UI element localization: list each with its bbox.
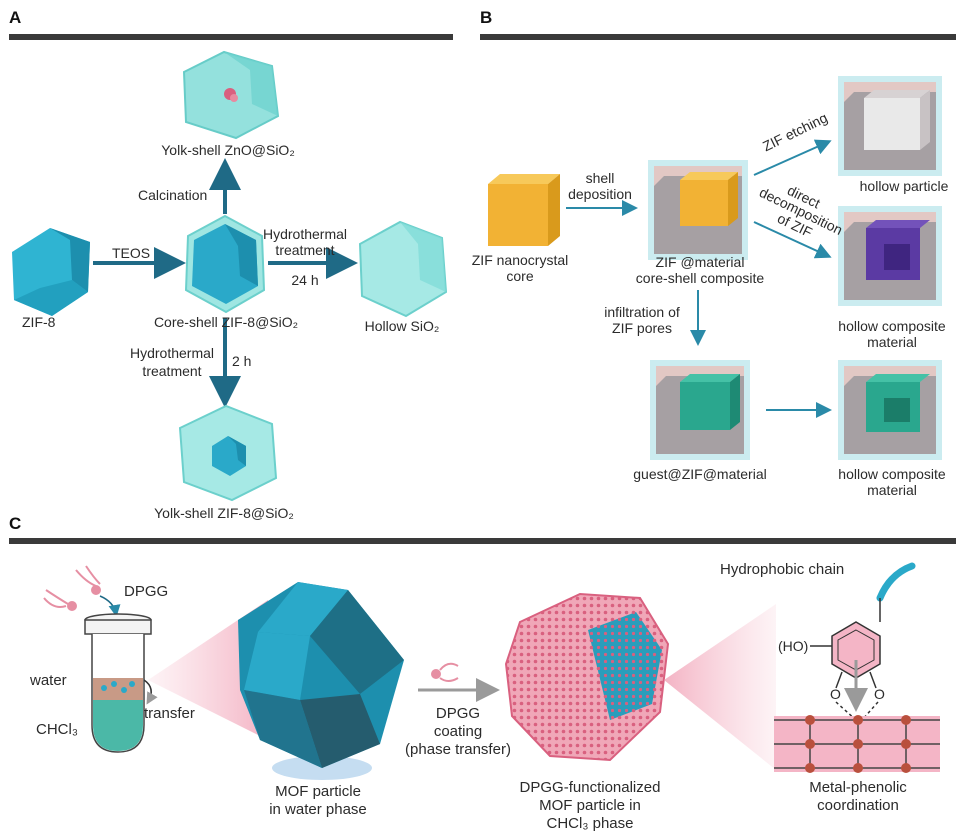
test-tube	[84, 613, 152, 753]
zoom-cone-left	[148, 600, 268, 740]
label-hydro24-time: 24 h	[291, 272, 319, 288]
hollow-composite-violet-cube	[838, 206, 942, 306]
label-coord-l2: coordination	[817, 797, 899, 814]
label-o2: O	[874, 686, 885, 702]
transfer-arrow	[143, 679, 158, 705]
panel-c-rule	[9, 538, 956, 544]
label-coat-l1: DPGG	[435, 705, 481, 722]
hollow-particle-cube	[838, 76, 942, 176]
panel-letter-b: B	[480, 8, 493, 27]
label-func-l1: DPGG-functionalized	[519, 779, 661, 796]
hollow-sio2-particle	[358, 220, 448, 318]
hollow-composite-teal-cube	[838, 360, 942, 460]
label-core-l2: core	[506, 268, 534, 284]
panel-a-rule	[9, 34, 453, 40]
label-func-l3: CHCl₃ phase	[546, 815, 634, 832]
label-hollow-comp1-l1: hollow composite	[838, 318, 946, 334]
label-hollow-particle: hollow particle	[859, 178, 949, 194]
dpgg-add-arrow	[99, 595, 121, 617]
label-core-l1: ZIF nanocrystal	[471, 252, 569, 268]
label-hollow-comp2-l1: hollow composite	[838, 466, 946, 482]
label-hydro24-l1: Hydrothermal	[262, 226, 348, 242]
decomposition-arrow	[753, 221, 832, 259]
label-o1: O	[830, 686, 841, 702]
label-coord-l1: Metal-phenolic	[809, 779, 907, 796]
label-water: water	[30, 672, 67, 689]
label-func-l2: MOF particle in	[539, 797, 641, 814]
label-infil-l1: infiltration of	[604, 304, 680, 320]
label-infil-l2: ZIF pores	[612, 320, 672, 336]
dpgg-lipid-icons	[43, 565, 101, 611]
panel-letter-a: A	[9, 8, 22, 27]
label-yolk-zif8: Yolk-shell ZIF-8@SiO₂	[154, 505, 294, 521]
label-coat-l2: coating	[433, 723, 483, 740]
label-shell-dep-l1: shell	[585, 170, 615, 186]
yolk-zno-particle	[182, 50, 280, 140]
composite-cube	[648, 160, 748, 260]
label-hydro24-l2: treatment	[275, 242, 335, 258]
label-zif8: ZIF-8	[22, 314, 56, 330]
label-hydro2-l1: Hydrothermal	[129, 345, 215, 361]
label-coat-l3: (phase transfer)	[405, 741, 511, 758]
label-mof-l2: in water phase	[269, 801, 367, 818]
label-hydro2-l2: treatment	[142, 363, 202, 379]
label-hollow-comp2-l2: material	[867, 482, 917, 498]
label-ho: (HO)	[778, 638, 809, 654]
label-composite-l2: core-shell composite	[635, 270, 765, 286]
zoom-cone-right	[664, 604, 776, 770]
label-mof-l1: MOF particle	[275, 783, 361, 800]
metal-coordination-grid	[774, 715, 940, 773]
core-shell-particle	[184, 214, 266, 314]
yolk-zif8-particle	[178, 404, 278, 502]
label-calcination: Calcination	[138, 187, 208, 203]
zif-core-cube	[488, 174, 560, 246]
guest-cube	[650, 360, 750, 460]
functionalized-mof-particle	[504, 592, 670, 762]
panel-letter-c: C	[9, 514, 22, 533]
zif8-particle	[12, 228, 90, 316]
label-hydrophobic: Hydrophobic chain	[720, 561, 845, 578]
label-shell-dep-l2: deposition	[568, 186, 632, 202]
etching-arrow	[753, 139, 832, 176]
dpgg-coat-lipid-icon	[431, 662, 459, 682]
label-hydro2-time: 2 h	[232, 353, 252, 369]
label-dpgg: DPGG	[124, 583, 169, 600]
label-hollow-comp1-l2: material	[867, 334, 917, 350]
catechol-structure	[810, 562, 916, 721]
label-transfer: transfer	[144, 705, 195, 722]
label-yolk-zno: Yolk-shell ZnO@SiO₂	[161, 142, 295, 158]
label-chcl3: CHCl₃	[36, 721, 78, 738]
label-composite-l1: ZIF @material	[655, 254, 745, 270]
label-core-shell: Core-shell ZIF-8@SiO₂	[153, 314, 299, 330]
label-hollow-sio2: Hollow SiO₂	[364, 318, 440, 334]
label-guest: guest@ZIF@material	[633, 466, 767, 482]
panel-b-rule	[480, 34, 956, 40]
label-teos: TEOS	[112, 245, 151, 261]
mof-particle	[238, 582, 404, 780]
